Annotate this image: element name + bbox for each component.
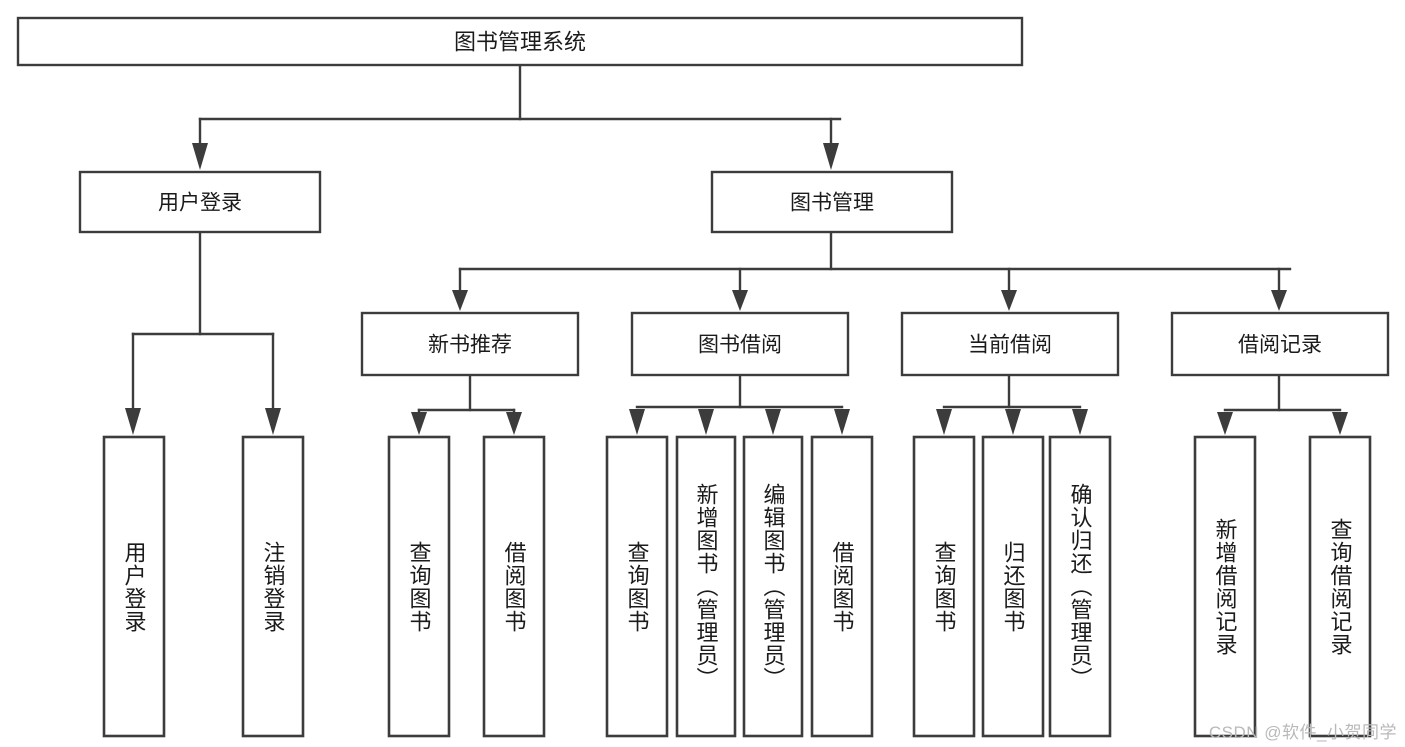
leaf-box-confirm-return-admin[interactable] (1048, 435, 1112, 738)
node-current-borrow-box[interactable] (900, 311, 1120, 377)
leaf-box-borrow-book-bb[interactable] (810, 435, 874, 738)
arrow-head-to-book-manage (823, 143, 839, 170)
node-user-login-label: 用户登录 (158, 192, 242, 215)
csdn-watermark: CSDN @软件_小贺同学 (1208, 723, 1397, 742)
node-book-borrow-label: 图书借阅 (698, 334, 782, 357)
leaf-box-edit-book-admin[interactable] (742, 435, 804, 738)
leaf-box-query-book-cb[interactable] (912, 435, 976, 738)
node-user-login-box[interactable] (78, 170, 322, 234)
leaf-box-user-login[interactable] (102, 435, 166, 738)
arrow-head-nbr-leaf-2 (506, 412, 522, 435)
node-new-book-recommend-box[interactable] (360, 311, 580, 377)
arrow-head-cb-leaf-2 (1005, 409, 1021, 435)
arrow-head-to-book-borrow (732, 290, 748, 311)
arrow-head-bb-leaf-2 (698, 409, 714, 435)
arrow-head-cb-leaf-3 (1072, 409, 1088, 435)
node-book-borrow[interactable]: 图书借阅 (630, 311, 850, 377)
leaf-box-add-book-admin[interactable] (675, 435, 737, 738)
arrow-head-user-leaf-1 (125, 408, 141, 435)
node-book-manage-label: 图书管理 (790, 192, 874, 215)
node-new-book-recommend[interactable]: 新书推荐 (360, 311, 580, 377)
node-root-box[interactable] (16, 16, 1024, 67)
node-borrow-record[interactable]: 借阅记录 (1170, 311, 1390, 377)
arrow-head-bb-leaf-3 (765, 409, 781, 435)
node-user-login[interactable]: 用户登录 (78, 170, 322, 234)
arrow-head-bb-leaf-4 (834, 409, 850, 435)
leaf-box-query-book-nbr[interactable] (387, 435, 451, 738)
arrow-head-br-leaf-2 (1332, 412, 1348, 435)
arrow-head-to-new-book-rec (452, 290, 468, 311)
arrow-head-bb-leaf-1 (629, 409, 645, 435)
connector-group-book-borrow (629, 373, 850, 435)
node-book-manage[interactable]: 图书管理 (710, 170, 954, 234)
node-root-label: 图书管理系统 (454, 30, 586, 55)
leaf-box-query-book-bb[interactable] (605, 435, 669, 738)
arrow-head-to-user-login (192, 143, 208, 170)
arrow-head-cb-leaf-1 (936, 409, 952, 435)
connector-group-new-book-rec (411, 373, 522, 435)
node-book-manage-box[interactable] (710, 170, 954, 234)
node-current-borrow[interactable]: 当前借阅 (900, 311, 1120, 377)
arrow-head-to-current-borrow (1001, 290, 1017, 311)
node-borrow-record-label: 借阅记录 (1238, 334, 1322, 357)
leaf-box-return-book[interactable] (981, 435, 1045, 738)
node-root[interactable]: 图书管理系统 (16, 16, 1024, 67)
connector-group-current-borrow (936, 373, 1088, 435)
connector-group-root (192, 63, 842, 170)
node-current-borrow-label: 当前借阅 (968, 334, 1052, 357)
arrow-head-to-borrow-record (1271, 290, 1287, 311)
leaf-box-query-borrow-record[interactable] (1308, 435, 1372, 738)
arrow-head-br-leaf-1 (1217, 412, 1233, 435)
connector-group-book-manage (452, 230, 1292, 311)
node-new-book-recommend-label: 新书推荐 (428, 334, 512, 357)
leaf-box-add-borrow-record[interactable] (1193, 435, 1257, 738)
connector-group-user-login (125, 230, 281, 435)
connector-group-borrow-record (1217, 373, 1348, 435)
arrow-head-user-leaf-2 (265, 408, 281, 435)
node-borrow-record-box[interactable] (1170, 311, 1390, 377)
node-book-borrow-box[interactable] (630, 311, 850, 377)
arrow-head-nbr-leaf-1 (411, 412, 427, 435)
leaf-box-logout[interactable] (241, 435, 305, 738)
leaf-box-borrow-book-nbr[interactable] (482, 435, 546, 738)
